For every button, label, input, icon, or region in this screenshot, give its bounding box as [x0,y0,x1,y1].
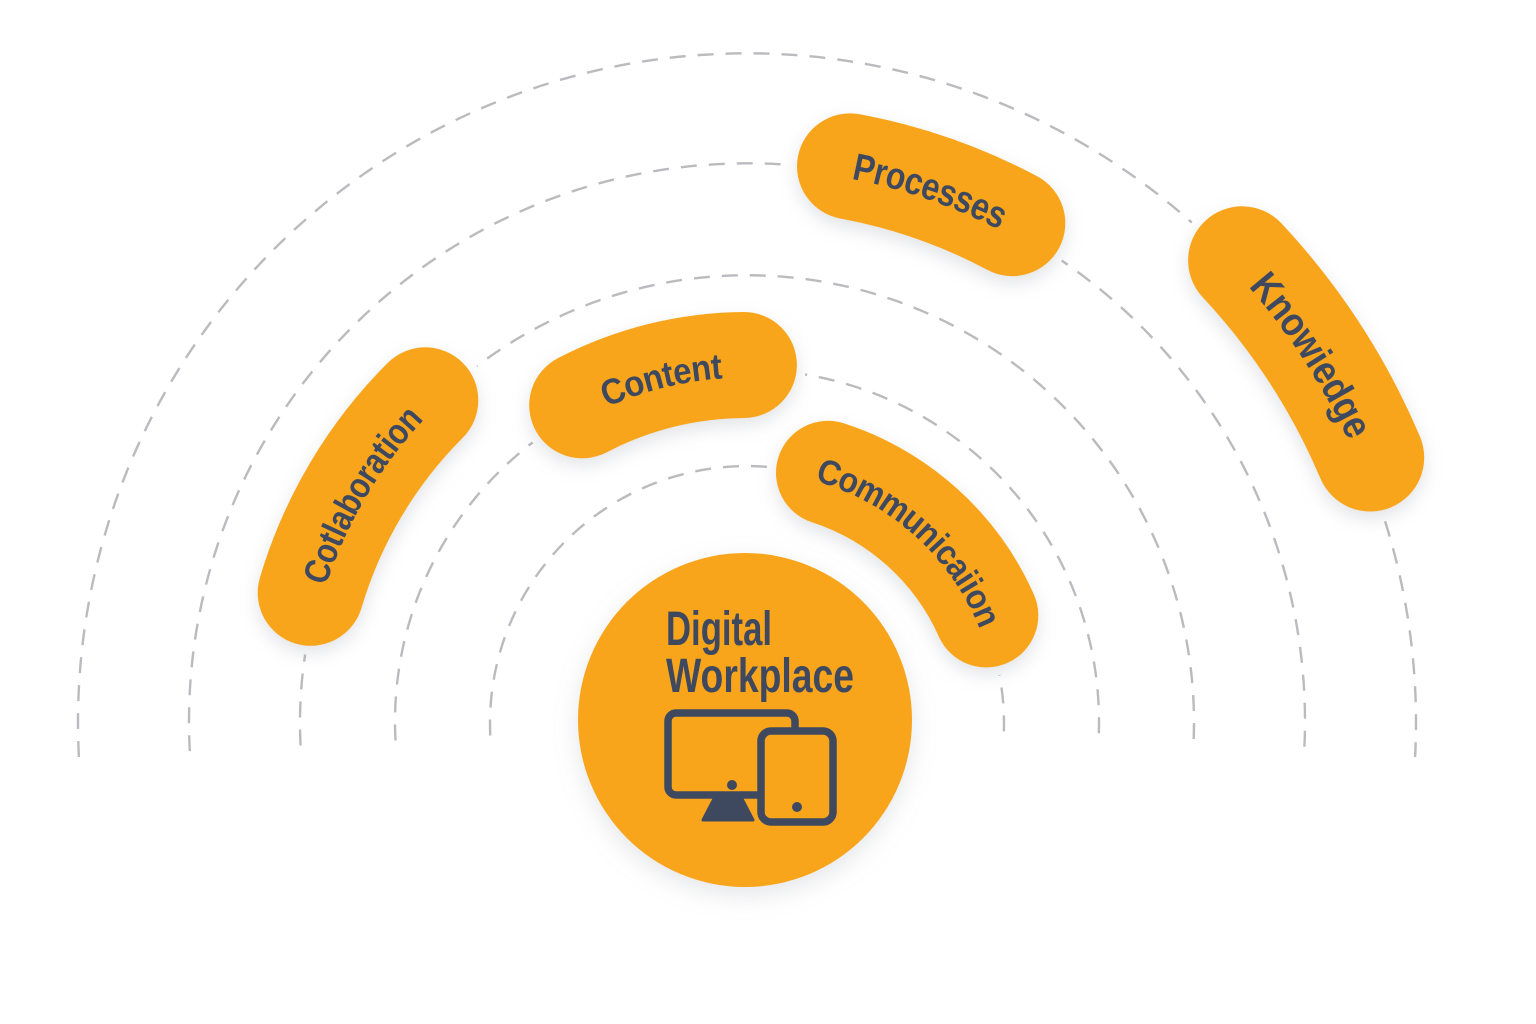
center-title-line1: Digital [666,603,772,656]
satellite-collaboration: Cotlaboration [248,338,488,655]
satellite-processes: Processes [788,104,1075,286]
tablet-icon [757,727,837,826]
orbit-ring-4 [187,162,1307,752]
satellite-pill [1188,206,1425,512]
satellite-pill [257,347,479,646]
monitor-stand [701,793,755,822]
center-node: Digital Workplace [578,553,912,887]
satellite-pill [776,420,1039,668]
monitor-dot [727,780,737,790]
satellite-pill [529,312,797,459]
satellite-pill [797,113,1066,277]
satellite-content: Content [520,303,806,468]
tablet-dot [792,802,802,812]
satellite-knowledge: Knowiedge [1179,197,1434,521]
center-title-line2: Workplace [666,650,854,703]
devices-icon [664,709,837,826]
